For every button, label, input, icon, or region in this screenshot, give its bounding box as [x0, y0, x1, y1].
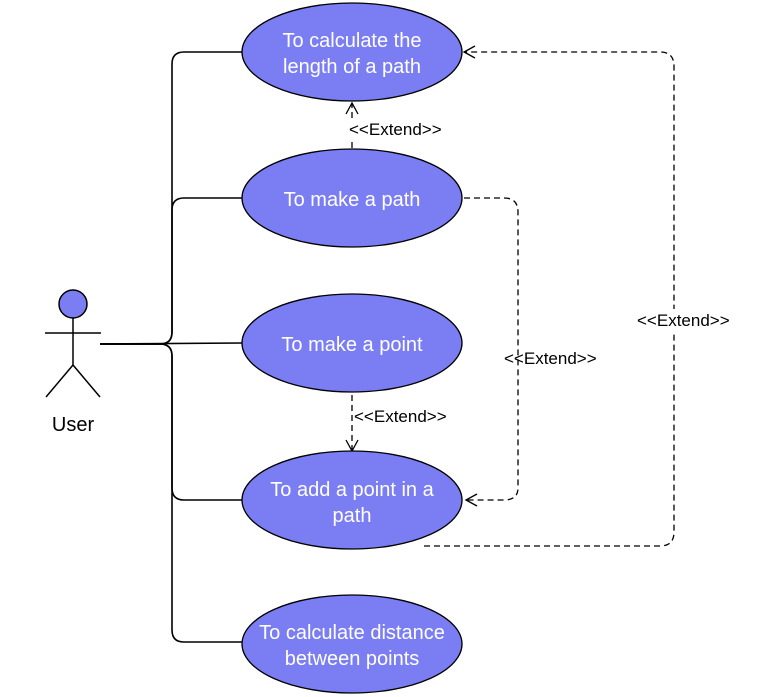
use-case-add-point-line2: path: [333, 505, 372, 527]
extend-arrow-add-point-to-calc-length: [424, 45, 675, 547]
extend-labels: <<Extend>> <<Extend>> <<Extend>> <<Exten…: [347, 118, 746, 426]
associations: [99, 51, 243, 643]
use-case-make-path-label: To make a path: [284, 189, 421, 211]
association-make-path: [100, 197, 242, 345]
use-case-calc-length-line1: To calculate the: [283, 30, 422, 52]
use-case-calc-distance-line1: To calculate distance: [259, 622, 445, 644]
association-add-point: [100, 343, 242, 501]
actor-user[interactable]: User: [45, 289, 101, 436]
extend-label-add-point: <<Extend>>: [354, 407, 447, 426]
extend-label-add-point-to-calc-length: <<Extend>>: [637, 311, 730, 330]
use-case-calc-distance[interactable]: To calculate distance between points: [241, 594, 463, 694]
use-case-make-point-label: To make a point: [281, 334, 423, 356]
use-case-calc-distance-line2: between points: [285, 648, 420, 670]
use-case-make-path[interactable]: To make a path: [241, 148, 463, 248]
actor-label: User: [52, 414, 95, 436]
use-case-calc-length-line2: length of a path: [283, 56, 421, 78]
actor-body: [45, 318, 101, 398]
extend-label-calc-length: <<Extend>>: [349, 120, 442, 139]
use-case-add-point-line1: To add a point in a: [270, 479, 434, 501]
use-case-make-point[interactable]: To make a point: [241, 293, 463, 393]
actor-head: [58, 289, 88, 319]
use-case-calc-length[interactable]: To calculate the length of a path: [241, 2, 463, 102]
extend-label-path-to-add-point: <<Extend>>: [504, 349, 597, 368]
extend-arrow-make-path-to-add-point: [464, 197, 519, 507]
association-calc-distance: [100, 343, 242, 643]
use-case-add-point[interactable]: To add a point in a path: [241, 450, 463, 550]
